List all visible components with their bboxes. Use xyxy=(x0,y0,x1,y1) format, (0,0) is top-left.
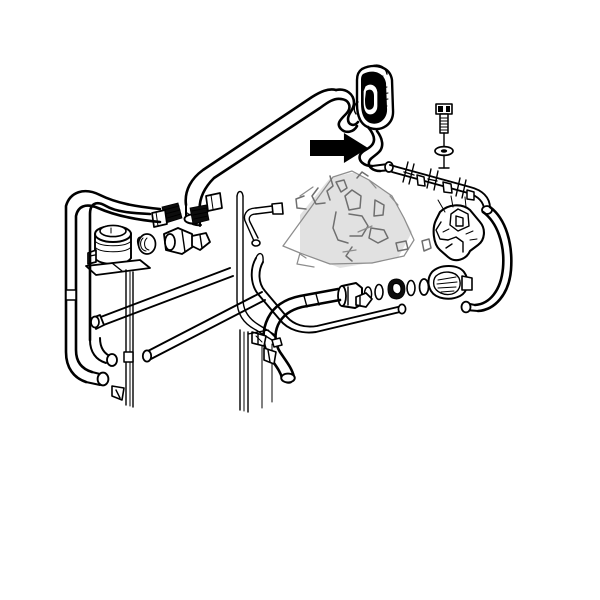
bypass-hose-loop xyxy=(460,205,513,314)
coolant-return-pipe xyxy=(250,252,407,334)
annotation-arrow-icon xyxy=(310,133,368,163)
radiator-core xyxy=(111,269,277,413)
small-hook-pipe xyxy=(243,202,284,247)
right-lower-support xyxy=(247,329,277,343)
upper-long-hose xyxy=(183,88,360,227)
o-ring-seals xyxy=(363,278,430,302)
valve-outlet-hose xyxy=(358,125,394,173)
engine-block-ghost xyxy=(282,170,432,268)
tee-fitting xyxy=(136,192,223,255)
lower-diagonal-pipes xyxy=(90,267,266,363)
mounting-bolt xyxy=(434,103,454,169)
left-outer-hose xyxy=(64,189,162,387)
thermostat-housing xyxy=(427,195,485,300)
pump-inlet-elbow xyxy=(337,282,373,309)
center-thin-pipe xyxy=(236,190,283,348)
heater-control-valve xyxy=(353,64,395,131)
left-inner-hose xyxy=(88,201,152,367)
heater-pipe-rail xyxy=(389,161,493,215)
